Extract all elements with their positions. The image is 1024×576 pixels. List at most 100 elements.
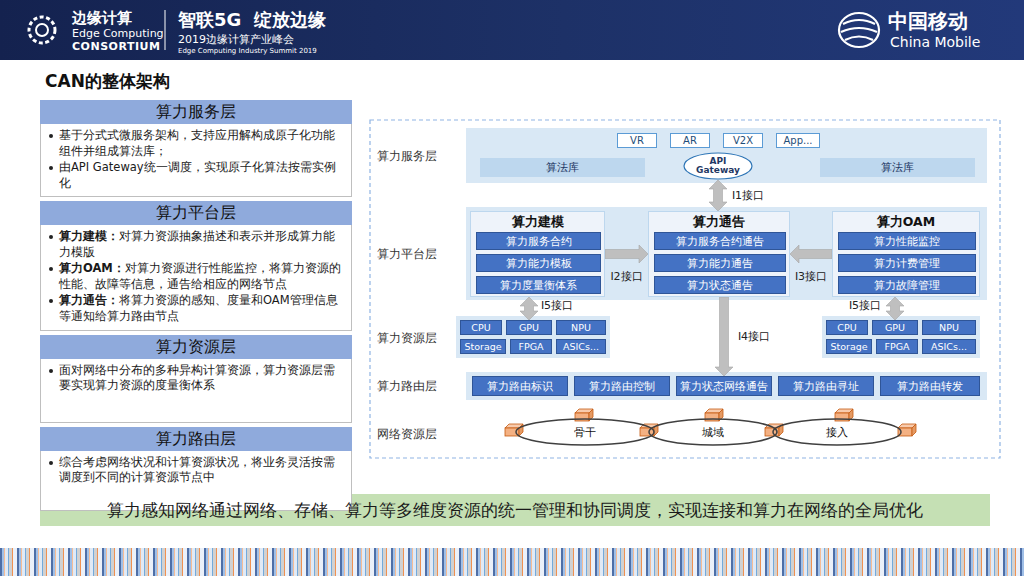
interface-arrow — [709, 180, 727, 211]
ellipse-node: API Gateway — [683, 152, 753, 180]
interface-label: I1接口 — [732, 188, 764, 203]
box-text: AR — [683, 135, 697, 146]
section-heading: 算力服务层 — [40, 100, 352, 124]
function-box: Storage — [460, 339, 506, 354]
text-label: 网络资源层 — [377, 426, 437, 443]
layer-name: 算力路由层 — [377, 378, 457, 395]
text-label: 智联5G 绽放边缘 — [178, 8, 326, 32]
function-box: GPU — [872, 320, 918, 335]
band-fill — [466, 207, 987, 300]
box-text: 算力服务合约通告 — [676, 234, 764, 249]
function-box: V2X — [723, 133, 763, 148]
interface-label: I4接口 — [738, 329, 770, 344]
box-text: 算力能力模板 — [506, 256, 572, 271]
function-box: 算法库 — [820, 158, 975, 177]
bullet-text: 由API Gateway统一调度，实现原子化算法按需实例化 — [47, 160, 345, 192]
section-heading: 算力资源层 — [40, 335, 352, 359]
layer-description: 算力路由层综合考虑网络状况和计算资源状况，将业务灵活按需调度到不同的计算资源节点… — [40, 427, 352, 511]
bullet-text: 算力建模：对算力资源抽象描述和表示并形成算力能力模版 — [47, 229, 345, 261]
interface-arrow — [520, 297, 538, 320]
box-text: 算力故障管理 — [874, 278, 940, 293]
bullet-text: 综合考虑网络状况和计算资源状况，将业务灵活按需调度到不同的计算资源节点中 — [47, 455, 345, 487]
function-box: 算力能力模板 — [476, 254, 601, 272]
box-text: NPU — [571, 322, 591, 333]
box-text: ASICs... — [931, 341, 967, 352]
text-label: Edge Computing Industry Summit 2019 — [178, 47, 317, 55]
function-box: FPGA — [510, 339, 552, 354]
box-text: GPU — [519, 322, 539, 333]
section-body: 基于分式式微服务架构，支持应用解构成原子化功能组件并组成算法库；由API Gat… — [40, 124, 352, 197]
resource-container — [822, 316, 980, 358]
group-title: 算力通告 — [649, 212, 789, 231]
interface-label: I5接口 — [849, 298, 881, 313]
box-text: 算力状态通告 — [687, 278, 753, 293]
section-body: 面对网络中分布的多种异构计算资源，算力资源层需要实现算力资源的度量衡体系 — [40, 359, 352, 423]
bullet-text: 基于分式式微服务架构，支持应用解构成原子化功能组件并组成算法库； — [47, 128, 345, 160]
box-text: API Gateway — [690, 157, 746, 176]
function-box: 算力能力通告 — [654, 254, 786, 272]
ellipse-shape — [773, 419, 901, 445]
function-box: 算力故障管理 — [838, 276, 976, 294]
text-label: 边缘计算 — [72, 9, 132, 28]
layer-description: 算力资源层面对网络中分布的多种异构计算资源，算力资源层需要实现算力资源的度量衡体… — [40, 335, 352, 423]
interface-arrow — [790, 245, 832, 263]
function-box: 算力状态通告 — [654, 276, 786, 294]
function-group: 算力建模算力服务合约算力能力模板算力度量衡体系 — [470, 211, 605, 297]
box-text: 算力服务合约 — [506, 234, 572, 249]
diagram-frame — [370, 120, 1000, 458]
ellipse-node: 骨干 — [515, 418, 655, 446]
function-box: 算力路由控制 — [574, 376, 670, 396]
box-text: V2X — [733, 135, 753, 146]
function-box: FPGA — [876, 339, 918, 354]
ellipse-node: 接入 — [772, 418, 902, 446]
box-text: 城域 — [702, 425, 724, 440]
text-label: China Mobile — [890, 34, 980, 50]
text-label: 中国移动 — [888, 8, 968, 35]
ellipse-node: 城域 — [648, 418, 778, 446]
function-box: ASICs... — [922, 339, 976, 354]
function-box: CPU — [826, 320, 868, 335]
function-box: 算力服务合约 — [476, 232, 601, 250]
box-text: VR — [630, 135, 644, 146]
box-text: 接入 — [826, 425, 848, 440]
layer-band: 算力平台层算力建模算力服务合约算力能力模板算力度量衡体系算力通告算力服务合约通告… — [466, 207, 987, 300]
layer-description: 算力服务层基于分式式微服务架构，支持应用解构成原子化功能组件并组成算法库；由AP… — [40, 100, 352, 197]
function-box: NPU — [922, 320, 976, 335]
function-box: 算力度量衡体系 — [476, 276, 601, 294]
box-text: 算力路由寻址 — [793, 379, 859, 394]
box-text: Storage — [464, 341, 501, 352]
caption-bar: 算力感知网络通过网络、存储、算力等多维度资源的统一管理和协同调度，实现连接和算力… — [40, 494, 990, 526]
resource-container — [456, 316, 610, 358]
function-box: 算力计费管理 — [838, 254, 976, 272]
box-text: CPU — [471, 322, 490, 333]
box-text: 算力路由控制 — [589, 379, 655, 394]
group-title: 算力OAM — [833, 212, 979, 231]
box-text: 算法库 — [546, 160, 579, 175]
function-box: ASICs... — [556, 339, 606, 354]
box-text: ASICs... — [563, 341, 599, 352]
text-label: 2019边缘计算产业峰会 — [178, 32, 294, 47]
function-box: GPU — [506, 320, 552, 335]
box-text: GPU — [885, 322, 905, 333]
interface-label: I2接口 — [610, 269, 642, 284]
layer-band: 算力服务层VRARV2XApp...API Gateway算法库算法库 — [466, 128, 987, 183]
section-body: 算力建模：对算力资源抽象描述和表示并形成算力能力模版算力OAM：对算力资源进行性… — [40, 225, 352, 330]
slide-title: CAN的整体架构 — [45, 70, 170, 93]
band-fill — [466, 372, 987, 400]
function-box: CPU — [460, 320, 502, 335]
bullet-text: 算力OAM：对算力资源进行性能监控，将算力资源的性能、故障等信息，通告给相应的网… — [47, 261, 345, 293]
layer-bands — [466, 128, 987, 400]
function-box: VR — [617, 133, 657, 148]
box-text: 算力计费管理 — [874, 256, 940, 271]
box-text: App... — [783, 135, 812, 146]
ellipse-shape — [684, 153, 752, 179]
box-text: Storage — [830, 341, 867, 352]
interface-arrow — [715, 297, 733, 376]
interface-arrow — [886, 297, 904, 320]
interface-label: I5接口 — [541, 298, 573, 313]
text-label: CONSORTIUM — [72, 40, 160, 53]
layer-band: 算力路由层算力路由标识算力路由控制算力状态网络通告算力路由寻址算力路由转发 — [466, 372, 987, 400]
layer-name: 算力平台层 — [377, 246, 457, 263]
box-text: 算力度量衡体系 — [500, 278, 577, 293]
